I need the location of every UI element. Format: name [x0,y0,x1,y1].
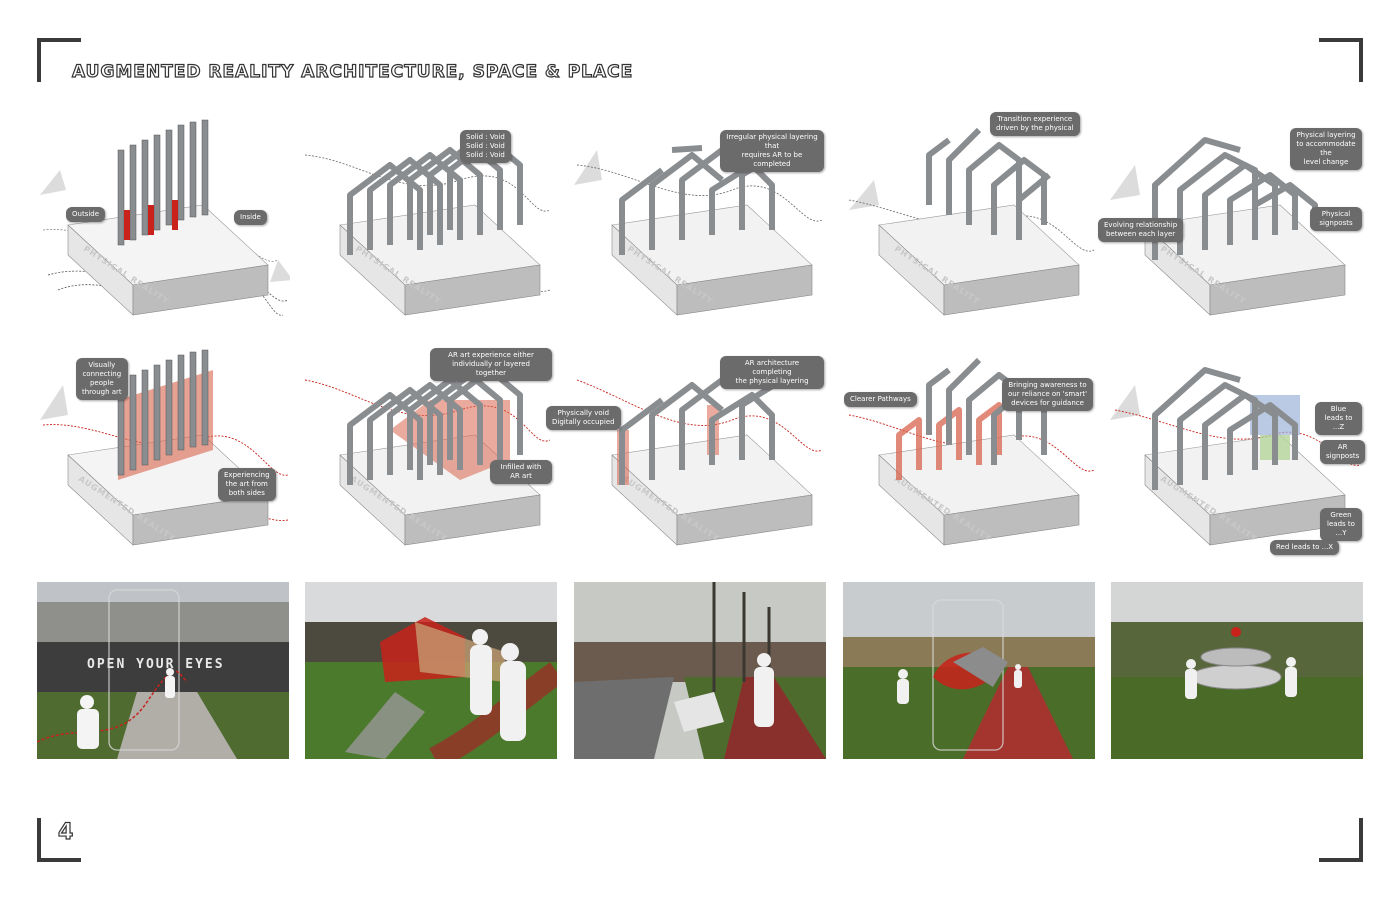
axonometric-drawing: PHYSICAL REALITY [848,127,1095,316]
photo-illustration: OPEN YOUR EYES [37,582,289,759]
diagram-panel-r2-1: AUGMENTED REALITY Visually connecting pe… [38,340,290,555]
corner-mark-top-right [1319,38,1363,82]
axonometric-drawing: AUGMENTED REALITY [576,377,823,546]
corner-mark-top-left [37,38,81,82]
callout: Visually connecting people through art [76,358,128,400]
callout: Infilled with AR art [490,460,552,484]
axonometric-drawing: PHYSICAL REALITY [574,145,823,316]
axonometric-drawing: PHYSICAL REALITY [40,119,290,316]
callout: Transition experience driven by the phys… [990,112,1080,136]
axonometric-drawing: AUGMENTED REALITY [848,357,1095,546]
callout: Physical signposts [1310,207,1362,231]
diagram-panel-r1-5: PHYSICAL REALITY Physical layering to ac… [1098,110,1362,325]
callout: Inside [234,210,267,225]
photo-ring-installation [1111,582,1363,759]
diagram-panel-r1-3: PHYSICAL REALITY Irregular physical laye… [572,110,824,325]
diagram-panel-r1-2: PHYSICAL REALITY Solid : Void Solid : Vo… [300,110,552,325]
photo-illustration [574,582,826,759]
photo-illustration [305,582,557,759]
callout: AR signposts [1320,440,1366,464]
axonometric-drawing: PHYSICAL REALITY [304,137,551,316]
callout: AR art experience either individually or… [430,348,552,381]
page-number: 4 [57,819,74,845]
callout: Physical layering to accommodate the lev… [1290,128,1362,170]
diagram-panel-r2-5: AUGMENTED REALITY Blue leads to ...Z AR … [1110,340,1366,555]
diagram-panel-r2-2: AUGMENTED REALITY AR art experience eith… [300,340,552,555]
corner-mark-bottom-left [37,818,81,862]
callout: Outside [66,207,106,222]
callout: Solid : Void Solid : Void Solid : Void [460,130,511,163]
callout: Physically void Digitally occupied [546,406,621,430]
callout: Blue leads to ...Z [1315,402,1362,435]
axonometric-drawing: AUGMENTED REALITY [304,367,551,546]
corner-mark-bottom-right [1319,818,1363,862]
callout: AR architecture completing the physical … [720,356,824,389]
callout: Clearer Pathways [844,392,917,407]
photo-illustration [1111,582,1363,759]
axonometric-drawing: AUGMENTED REALITY [1110,367,1361,546]
callout: Experiencing the art from both sides [218,468,276,501]
callout: Evolving relationship between each layer [1098,218,1184,242]
tunnel-text: OPEN YOUR EYES [87,657,225,672]
diagram-panel-r2-4: AUGMENTED REALITY Clearer Pathways Bring… [844,340,1096,555]
callout: Irregular physical layering that require… [720,130,824,172]
page-title: Augmented Reality Architecture, Space & … [71,61,634,82]
photo-underpass: OPEN YOUR EYES [37,582,289,759]
callout: Bringing awareness to our reliance on 's… [1002,378,1094,411]
diagram-panel-r1-4: PHYSICAL REALITY Transition experience d… [844,110,1096,325]
callout: Green leads to ...Y [1320,508,1362,541]
diagram-panel-r1-1: PHYSICAL REALITY Outside Inside [38,110,290,325]
photo-tree-path [574,582,826,759]
photo-illustration [843,582,1095,759]
callout: Red leads to ...X [1270,540,1340,555]
photo-park-pavilion [305,582,557,759]
diagram-panel-r2-3: AUGMENTED REALITY AR architecture comple… [546,340,824,555]
photo-sculpture-field [843,582,1095,759]
